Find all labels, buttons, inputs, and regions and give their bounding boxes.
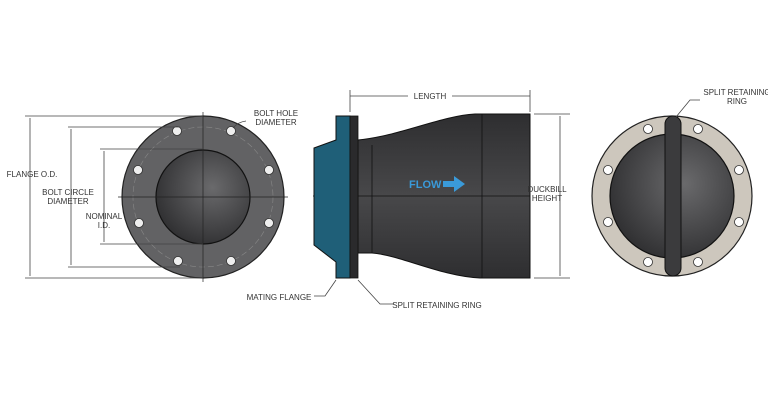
- split-ring-top-label-2: RING: [727, 97, 747, 106]
- nominal-id-label-2: I.D.: [98, 221, 110, 230]
- bolt-circle-label: BOLT CIRCLE: [42, 188, 94, 197]
- flange-od-label: FLANGE O.D.: [7, 170, 58, 179]
- mating-flange: [313, 115, 351, 279]
- bolt-holes-rear: [603, 124, 744, 267]
- mating-flange-label: MATING FLANGE: [247, 293, 312, 302]
- duckbill-slit: [664, 115, 682, 277]
- flow-label: FLOW: [409, 179, 442, 191]
- bolt-hole-label: BOLT HOLE: [254, 109, 298, 118]
- side-view: [313, 90, 570, 305]
- rear-view: [591, 99, 753, 277]
- bolt-hole-label-2: DIAMETER: [255, 118, 297, 127]
- split-retaining-ring: [349, 115, 359, 279]
- flow-arrow-icon: [443, 176, 465, 192]
- bolt-holes: [133, 126, 274, 266]
- front-view: [25, 112, 288, 282]
- split-ring-label: SPLIT RETAINING RING: [392, 301, 482, 310]
- length-label: LENGTH: [414, 92, 447, 101]
- split-ring-top-label: SPLIT RETAINING: [703, 88, 768, 97]
- duckbill-height-label-2: HEIGHT: [532, 194, 562, 203]
- nominal-id-label: NOMINAL: [86, 212, 123, 221]
- duckbill-height-label: DUCKBILL: [527, 185, 567, 194]
- bolt-circle-label-2: DIAMETER: [47, 197, 89, 206]
